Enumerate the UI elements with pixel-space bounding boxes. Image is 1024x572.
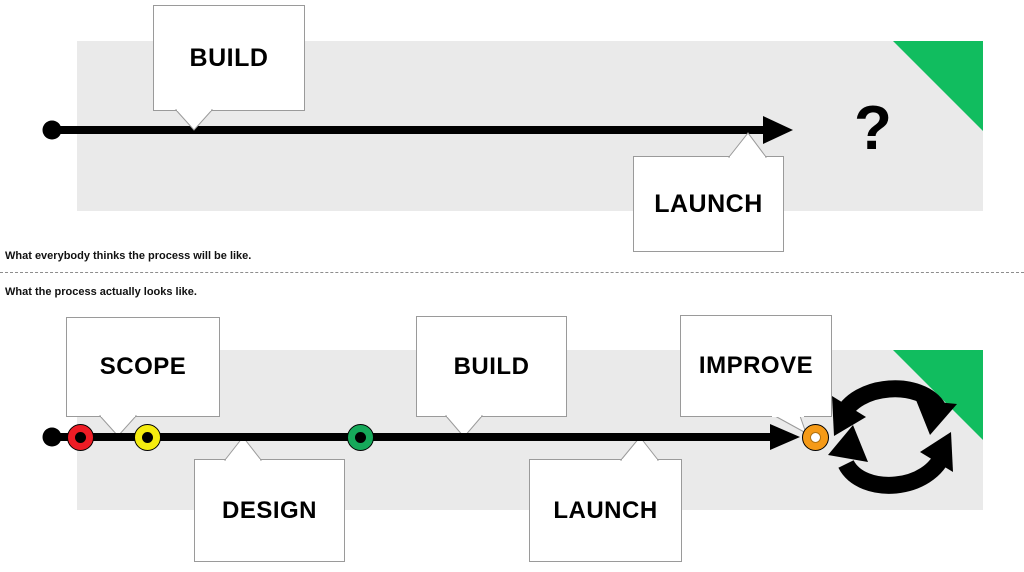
callout-design[interactable]: DESIGN [194,459,345,562]
marker-hole [142,432,153,443]
callout-launch-actual[interactable]: LAUNCH [529,459,682,562]
design-marker[interactable] [134,424,161,451]
caption-actual: What the process actually looks like. [5,286,197,298]
expected-start-dot [42,120,62,140]
callout-label: IMPROVE [698,352,814,379]
callout-improve[interactable]: IMPROVE [680,315,832,417]
scope-marker[interactable] [67,424,94,451]
callout-label: LAUNCH [654,189,763,218]
callout-scope[interactable]: SCOPE [66,317,220,417]
build-marker[interactable] [347,424,374,451]
callout-label: DESIGN [221,496,317,524]
callout-label: BUILD [453,352,530,380]
improve-marker[interactable] [802,424,829,451]
callout-label: SCOPE [99,353,187,380]
question-mark: ? [854,94,892,163]
section-divider [0,272,1024,273]
callout-launch-expected[interactable]: LAUNCH [633,156,784,252]
actual-start-dot [42,427,62,447]
green-corner-triangle-bottom [893,350,983,440]
callout-build-expected[interactable]: BUILD [153,5,305,111]
caption-expected: What everybody thinks the process will b… [5,250,252,262]
callout-label: BUILD [189,43,269,72]
marker-hole [810,432,821,443]
callout-label: LAUNCH [553,496,658,524]
callout-build-actual[interactable]: BUILD [416,316,567,417]
green-corner-triangle-top [893,41,983,131]
marker-hole [355,432,366,443]
marker-hole [75,432,86,443]
